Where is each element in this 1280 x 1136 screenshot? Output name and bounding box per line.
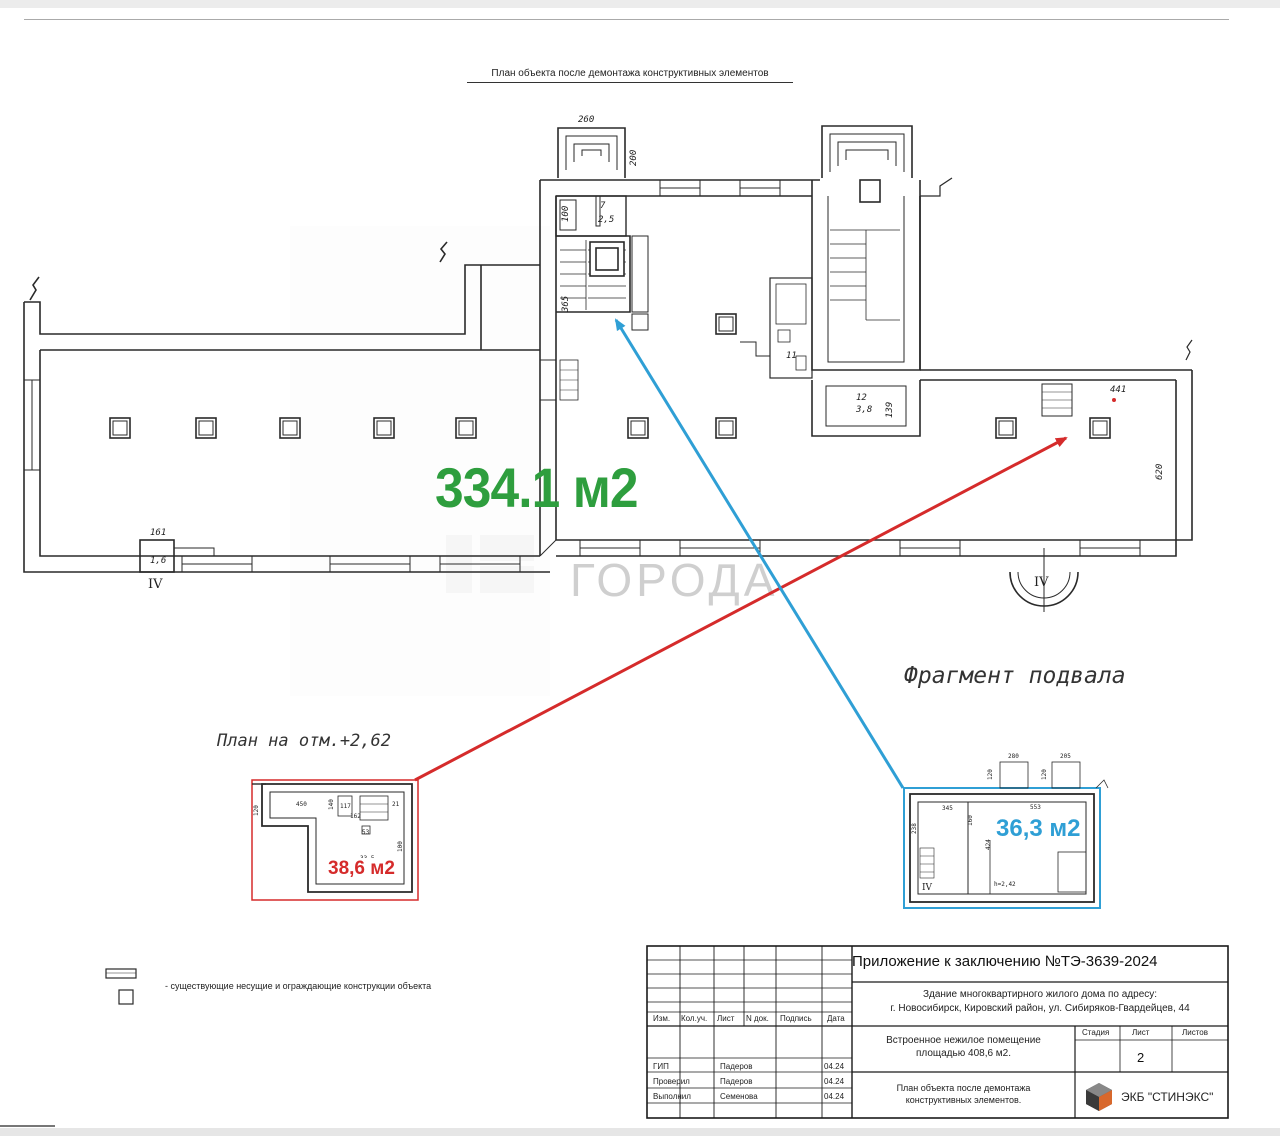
break-mark-mid	[439, 241, 448, 263]
page-title: План объекта после демонтажа конструктив…	[467, 68, 793, 83]
bs-dim-553: 553	[1030, 804, 1041, 811]
signer-role-0: ГИП	[653, 1062, 669, 1071]
dim-161: 161	[150, 528, 166, 538]
watermark-text: ГОРОДА	[570, 554, 778, 606]
mz-dim-450: 450	[296, 801, 307, 808]
red-dot	[1112, 398, 1116, 402]
room-11: 11	[786, 351, 797, 361]
bottom-rule-line	[0, 1125, 55, 1127]
stamp-sheet-title-1: План объекта после демонтажа	[896, 1083, 1031, 1093]
bs-dim-345: 345	[942, 805, 953, 812]
stamp-header-doc: N док.	[746, 1014, 769, 1023]
main-area-label: 334.1 м2	[435, 456, 639, 519]
legend-symbol	[105, 968, 137, 1005]
basement-axis-iv: IV	[922, 883, 933, 893]
room-12: 12	[856, 393, 867, 403]
stamp-header-sheets: Листов	[1182, 1028, 1208, 1037]
break-mark-left	[29, 276, 40, 301]
stamp-header-kol: Кол.уч.	[681, 1014, 708, 1023]
mz-dim-100: 100	[397, 841, 404, 852]
mz-dim-120: 120	[253, 805, 260, 816]
dim-139: 139	[885, 402, 895, 418]
room-12-area: 3,8	[855, 405, 872, 415]
stamp-description-2: площадью 408,6 м2.	[915, 1048, 1012, 1059]
top-rule	[24, 19, 1229, 20]
title-block-grid	[646, 945, 1229, 1119]
top-band	[0, 0, 1280, 8]
bs-dim-120b: 120	[1041, 769, 1048, 780]
signer-date-1: 04.24	[824, 1077, 845, 1086]
axis-iv-right: IV	[1034, 575, 1049, 590]
dim-100: 100	[561, 206, 571, 222]
stamp-header-stage: Стадия	[1082, 1028, 1110, 1037]
mz-dim-117: 117	[340, 803, 351, 810]
basement-plan	[903, 761, 1109, 909]
stamp-header-sign: Подпись	[780, 1014, 812, 1023]
blue-arrow	[614, 318, 905, 789]
basement-caption: Фрагмент подвала	[904, 663, 1126, 689]
mz-dim-21: 21	[392, 801, 400, 808]
dim-441: 441	[1110, 385, 1126, 395]
mz-dim-162: 162	[350, 813, 361, 820]
bottom-band	[0, 1128, 1280, 1136]
bs-dim-238: 238	[911, 823, 918, 834]
room-12	[811, 380, 921, 437]
room-7-area: 2,5	[598, 215, 614, 225]
left-wing-top-wall	[24, 264, 540, 335]
entrance-porch-1	[557, 127, 626, 178]
stamp-header-list: Лист	[717, 1014, 735, 1023]
legend-text: - существующие несущие и ограждающие кон…	[165, 981, 432, 991]
dim-200: 200	[629, 150, 639, 166]
mz-dim-140: 140	[328, 799, 335, 810]
stamp-sheet-number: 2	[1137, 1050, 1145, 1065]
stamp-header-date: Дата	[827, 1014, 845, 1023]
signer-name-1: Падеров	[720, 1077, 753, 1086]
mezzanine-caption: План на отм.+2,62	[217, 731, 391, 751]
mezzanine-plan	[251, 779, 419, 901]
signer-name-2: Семенова	[720, 1092, 758, 1101]
room-7: 7	[600, 201, 606, 211]
entrance-porch-2	[821, 125, 913, 178]
bs-dim-280: 280	[1008, 753, 1019, 760]
stamp-sheet-title-2: конструктивных элементов.	[905, 1095, 1022, 1105]
right-wing-bottom-wall	[556, 370, 1193, 541]
title-block: Приложение к заключению №ТЭ-3639-2024 Зд…	[647, 946, 1228, 1118]
signer-role-1: Проверил	[653, 1077, 690, 1086]
signer-date-0: 04.24	[824, 1062, 845, 1071]
bs-dim-205: 205	[1060, 753, 1071, 760]
mz-dim-53: 53	[362, 829, 370, 836]
stamp-header-izm: Изм.	[653, 1014, 671, 1023]
stamp-title: Приложение к заключению №ТЭ-3639-2024	[852, 953, 1158, 970]
dim-620: 620	[1155, 464, 1165, 480]
signer-name-0: Падеров	[720, 1062, 753, 1071]
stamp-company: ЭКБ "СТИНЭКС"	[1121, 1090, 1214, 1104]
axis-iv-left: IV	[148, 577, 163, 592]
bs-dim-160: 160	[967, 815, 974, 826]
mezzanine-area-label: 38,6 м2	[328, 858, 395, 880]
bs-dim-120a: 120	[987, 769, 994, 780]
stamp-address-2: г. Новосибирск, Кировский район, ул. Сиб…	[890, 1003, 1190, 1014]
stamp-address-1: Здание многоквартирного жилого дома по а…	[922, 989, 1158, 1000]
room-small-area: 1,6	[150, 556, 166, 566]
basement-area-label: 36,3 м2	[996, 815, 1081, 843]
stamp-description-1: Встроенное нежилое помещение	[886, 1035, 1041, 1046]
signer-role-2: Выполнил	[653, 1092, 691, 1101]
company-logo-icon	[1086, 1083, 1112, 1111]
bs-dim-424: 424	[985, 839, 992, 850]
bs-height: h=2,42	[994, 881, 1016, 888]
stamp-header-sheet: Лист	[1132, 1028, 1150, 1037]
red-arrow	[414, 436, 1068, 782]
signer-date-2: 04.24	[824, 1092, 845, 1101]
dim-365: 365	[561, 296, 571, 313]
dim-260: 260	[578, 115, 594, 125]
